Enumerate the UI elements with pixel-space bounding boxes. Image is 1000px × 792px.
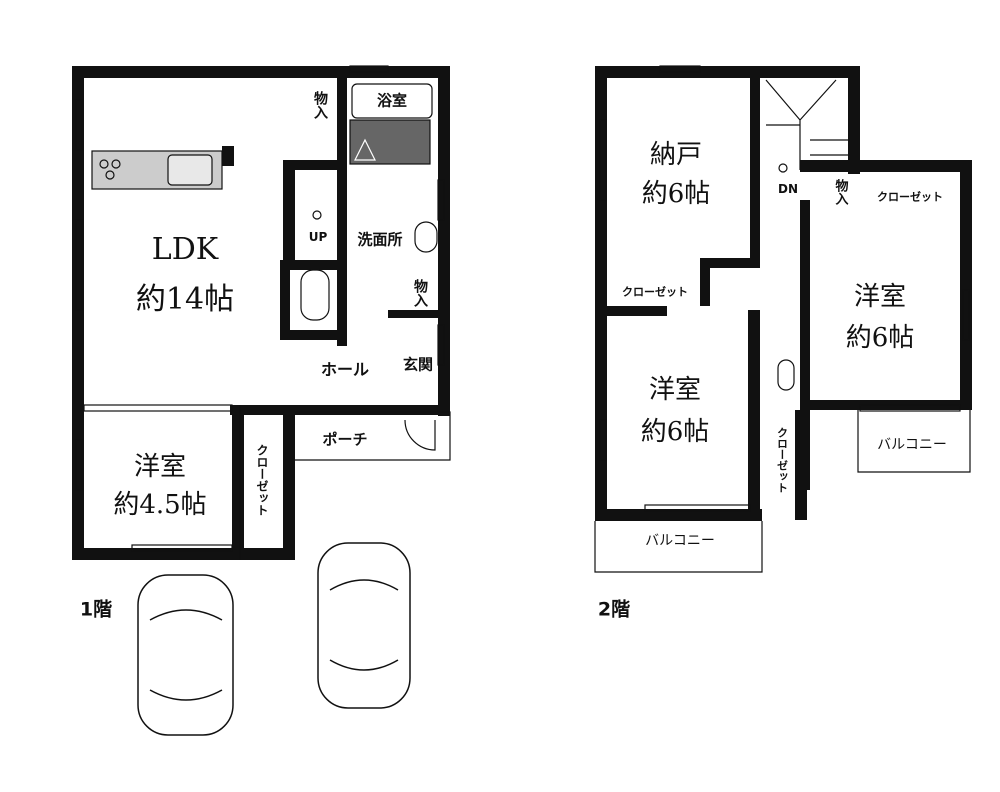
room-bath: 浴室 [376, 91, 408, 110]
stairs-up-label: UP [308, 230, 328, 244]
car-icons [137, 542, 411, 736]
room-western-2f-right: 洋室 [853, 282, 907, 312]
floor1-label: 1階 [79, 598, 113, 621]
room-porch: ポーチ [322, 430, 368, 449]
room-closet-1f: クローゼット [255, 444, 269, 516]
stairs-down-label: DN [777, 182, 799, 196]
room-closet-2f-c: クローゼット [775, 427, 789, 493]
room-storage-1f-b: 物入 [412, 279, 428, 307]
room-ldk: LDK [151, 232, 219, 267]
floor2-lines [594, 65, 971, 573]
balcony-bottom: バルコニー [645, 533, 715, 549]
room-western-1f: 洋室 [133, 452, 187, 482]
balcony-right: バルコニー [877, 437, 947, 453]
room-closet-2f-b: クローゼット [877, 190, 943, 204]
room-ldk-size: 約14帖 [135, 282, 235, 317]
car-icon-right [317, 542, 411, 709]
car-icon-left [137, 574, 234, 736]
room-storage-1f-a: 物入 [312, 91, 328, 119]
room-entrance: 玄関 [402, 355, 434, 374]
room-hall: ホール [320, 360, 370, 379]
room-storeroom: 納戸 [649, 140, 703, 170]
room-storage-2f: 物入 [832, 179, 848, 205]
room-closet-2f-a: クローゼット [622, 285, 688, 299]
room-washroom: 洗面所 [357, 230, 403, 249]
floor1-lines [75, 65, 451, 560]
room-western-2f-left-size: 約6帖 [640, 417, 710, 447]
room-western-2f-right-size: 約6帖 [845, 323, 915, 353]
room-storeroom-size: 約6帖 [641, 179, 711, 209]
floor2-label: 2階 [597, 598, 631, 621]
room-western-1f-size: 約4.5帖 [113, 490, 207, 520]
room-western-2f-left: 洋室 [648, 375, 702, 405]
floor1-walls [72, 66, 450, 560]
